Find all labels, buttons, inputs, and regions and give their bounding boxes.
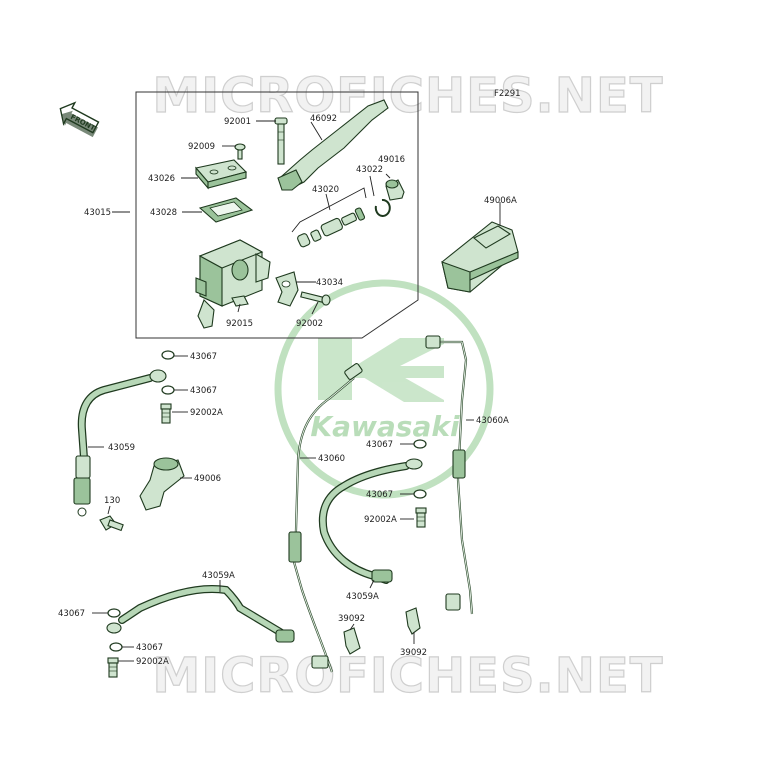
label-43067-c: 43067: [366, 440, 393, 450]
label-92002A-b: 92002A: [364, 515, 397, 525]
brake-hose-43059: [73, 369, 167, 517]
label-43028: 43028: [150, 208, 177, 218]
brake-hose-43059A-bottom: [106, 584, 295, 643]
label-43067-a: 43067: [190, 352, 217, 362]
label-43022: 43022: [356, 165, 383, 175]
label-43067-f: 43067: [136, 643, 163, 653]
label-43034: 43034: [316, 278, 343, 288]
leader-lines-top: [112, 120, 391, 315]
front-arrow-icon: FRONT: [59, 101, 100, 138]
figure-code: F2291: [494, 89, 521, 99]
label-130: 130: [104, 496, 120, 506]
bolt-92002A-c: [107, 657, 119, 678]
nut-92015: [231, 295, 249, 307]
diaphragm-43028: [198, 197, 254, 223]
label-92015: 92015: [226, 319, 253, 329]
label-43026: 43026: [148, 174, 175, 184]
label-43067-e: 43067: [58, 609, 85, 619]
label-49006: 49006: [194, 474, 221, 484]
label-92002A-a: 92002A: [190, 408, 223, 418]
reservoir-cap-43026: [194, 159, 248, 190]
piston-kit-43020: [291, 187, 367, 248]
bolt-92002: [300, 291, 331, 306]
washer-43067-e: [107, 608, 121, 618]
label-92002A-c: 92002A: [136, 657, 169, 667]
cover-49006A: [441, 202, 519, 293]
label-92009: 92009: [188, 142, 215, 152]
label-49006A: 49006A: [484, 196, 517, 206]
kawasaki-wordmark: Kawasaki: [310, 410, 460, 443]
bolt-92002A-b: [415, 507, 427, 528]
label-43060A: 43060A: [476, 416, 509, 426]
label-43060: 43060: [318, 454, 345, 464]
label-43059A-b: 43059A: [346, 592, 379, 602]
leader-lines-bottom: [88, 355, 474, 662]
part-labels: 92001 46092 92009 43026 49016 43022 4302…: [58, 114, 517, 667]
washer-43067-b: [161, 385, 175, 395]
brake-hose-43059A-center: [318, 458, 423, 584]
clamp-43034: [275, 271, 299, 307]
label-39092-b: 39092: [400, 648, 427, 658]
watermark-top: MICROFICHES.NET: [153, 68, 664, 124]
label-43015: 43015: [84, 208, 111, 218]
washer-43067-a: [161, 350, 175, 360]
bolt-92002A-a: [160, 403, 172, 424]
washer-43067-f: [109, 642, 123, 652]
watermark-bottom: MICROFICHES.NET: [153, 648, 664, 704]
label-39092-a: 39092: [338, 614, 365, 624]
label-43059: 43059: [108, 443, 135, 453]
washer-43067-d: [413, 489, 427, 499]
label-92002-top: 92002: [296, 319, 323, 329]
kawasaki-logo-watermark: Kawasaki: [274, 279, 494, 499]
label-43020: 43020: [312, 185, 339, 195]
screw-92009: [234, 143, 246, 160]
label-43059A-a: 43059A: [202, 571, 235, 581]
bolt-130: [99, 515, 124, 532]
washer-43067-c: [413, 439, 427, 449]
label-49016: 49016: [378, 155, 405, 165]
label-92001: 92001: [224, 117, 251, 127]
pivot-bolt-92001: [274, 117, 288, 165]
dust-boot-49016: [385, 179, 405, 201]
brake-pipe-43060: [288, 363, 363, 673]
brake-lever-46092: [277, 99, 389, 191]
boot-49006: [139, 457, 185, 511]
label-46092: 46092: [310, 114, 337, 124]
label-43067-d: 43067: [366, 490, 393, 500]
clip-39092-a: [343, 627, 361, 655]
clip-39092-b: [405, 607, 421, 635]
brake-pipe-43060A: [425, 335, 474, 615]
master-cylinder-body: [195, 239, 271, 329]
label-43067-b: 43067: [190, 386, 217, 396]
master-cylinder-group-box: [135, 91, 419, 339]
circlip-43022: [374, 198, 391, 217]
